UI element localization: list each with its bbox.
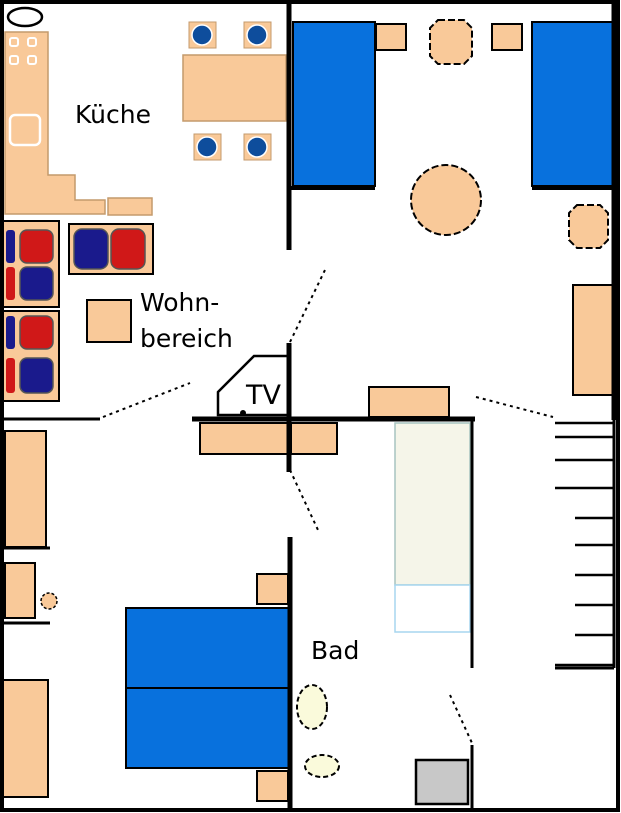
chair-icon — [193, 133, 222, 161]
lamp-icon — [40, 592, 58, 610]
nightstand — [4, 562, 36, 619]
tv-label: TV — [245, 380, 281, 411]
kitchen-label: Küche — [75, 100, 151, 129]
wardrobe — [2, 679, 49, 798]
stairs — [555, 421, 614, 667]
sideboard — [290, 422, 338, 455]
cushion-icon — [6, 267, 15, 300]
coffee-table — [86, 299, 132, 343]
stove-burner-icon — [27, 55, 37, 65]
door-swing — [475, 396, 554, 418]
dining-table — [182, 54, 287, 122]
door-swing — [102, 382, 191, 418]
bed — [292, 21, 376, 187]
bathroom-label: Bad — [311, 636, 359, 665]
cushion-icon — [73, 228, 109, 270]
chair-icon — [243, 21, 272, 49]
cushion-icon — [6, 358, 15, 393]
stool — [568, 204, 609, 249]
bedroom-top — [292, 19, 615, 418]
wardrobe — [4, 430, 47, 548]
nightstand — [491, 23, 523, 51]
tv: TV — [216, 354, 290, 417]
nightstand — [256, 573, 289, 605]
cushion-icon — [110, 228, 146, 270]
nightstand — [256, 770, 289, 802]
bathroom: Bad — [296, 422, 471, 806]
cushion-icon — [19, 266, 54, 301]
cushion-icon — [19, 315, 54, 350]
living-area-label-line-2: bereich — [140, 324, 233, 353]
bed — [531, 21, 615, 187]
shower-water — [394, 584, 471, 633]
chair-icon — [188, 21, 217, 49]
stove-burner-icon — [9, 55, 19, 65]
bed — [125, 687, 290, 769]
door-swings — [102, 269, 554, 744]
bedroom-bottom — [2, 430, 290, 802]
toilet-icon — [414, 758, 470, 806]
door-swing — [289, 469, 319, 531]
bed — [125, 607, 290, 689]
cushion-icon — [19, 229, 54, 264]
kitchen: Küche — [4, 6, 287, 216]
door-swing — [449, 694, 473, 744]
sink-icon — [296, 684, 328, 730]
kitchen-counter-end — [107, 197, 153, 216]
wardrobe — [572, 284, 614, 396]
kitchen-counter — [4, 31, 106, 215]
living-area-label-line-1: Wohn- — [140, 288, 219, 317]
nightstand — [375, 23, 407, 51]
stool — [429, 19, 473, 65]
chair-icon — [243, 133, 272, 161]
tap-icon — [6, 6, 44, 28]
kitchen-sink-icon — [8, 113, 42, 147]
door-swing — [289, 269, 326, 343]
cushion-icon — [6, 316, 15, 349]
round-table — [410, 164, 482, 236]
sink-icon — [304, 754, 340, 778]
stove-burner-icon — [27, 37, 37, 47]
cushion-icon — [6, 230, 15, 263]
bathtub — [394, 422, 471, 586]
living-area: Wohn- bereich TV — [2, 220, 338, 455]
stove-burner-icon — [9, 37, 19, 47]
bench — [368, 386, 450, 418]
cushion-icon — [19, 357, 54, 394]
sideboard — [199, 422, 290, 455]
